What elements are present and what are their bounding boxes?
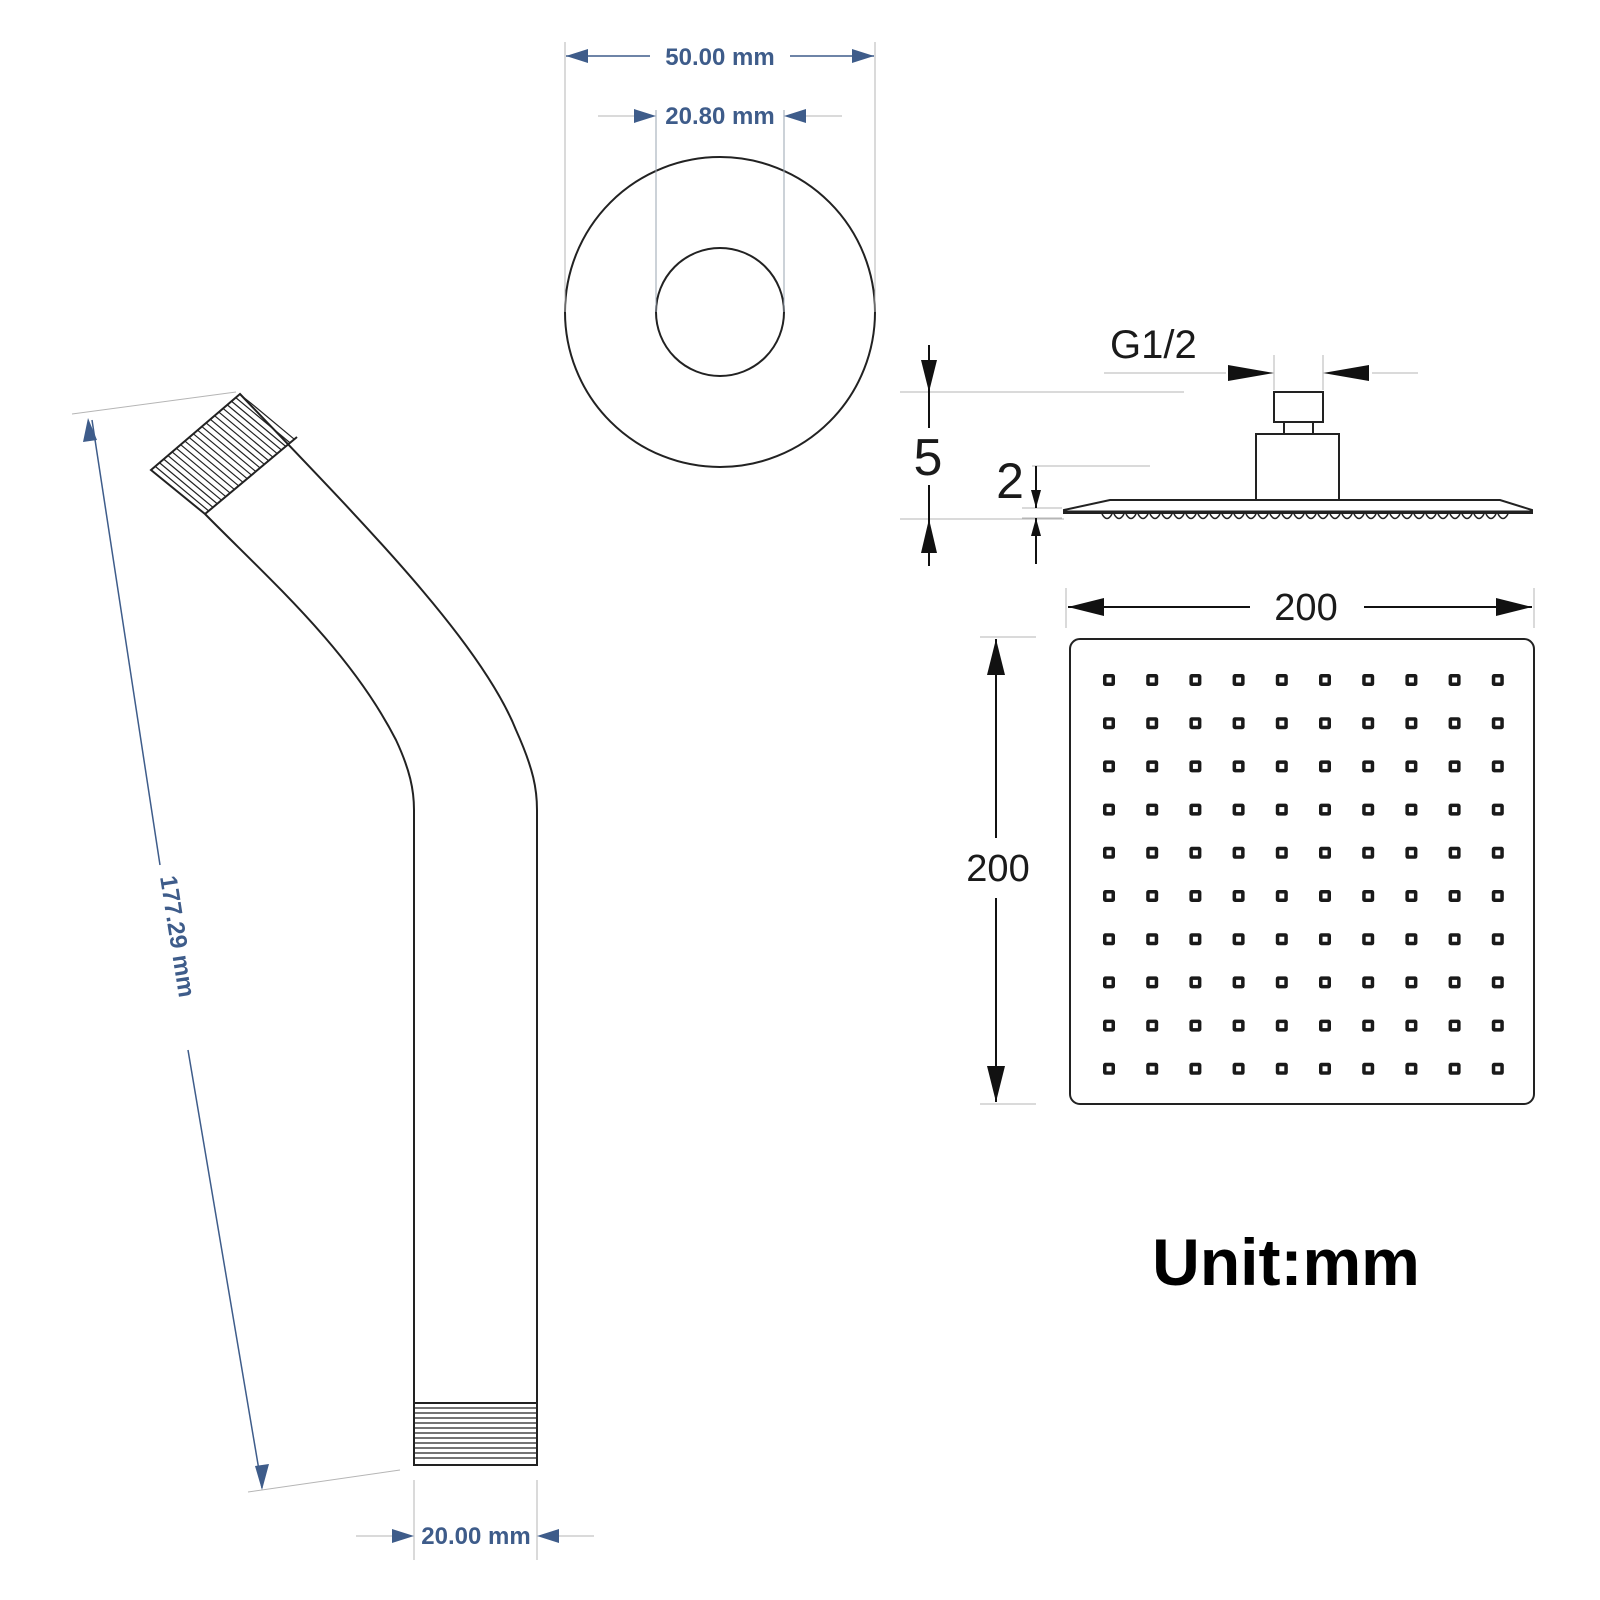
plate-thickness-label: 2 — [996, 453, 1024, 509]
flange-inner-circle — [655, 247, 785, 377]
shower-arm-length-label: 177.29 mm — [154, 874, 200, 999]
flange-outer-diameter-label: 50.00 mm — [665, 44, 774, 71]
thread-connector — [1273, 391, 1324, 423]
flange-view: 50.00 mm 20.80 mm — [564, 42, 876, 468]
shower-head-side-view: G1/2 5 2 — [900, 323, 1533, 566]
shower-arm-view: 177.29 mm 20.00 mm — [71, 391, 594, 1560]
nozzle-grid — [1103, 674, 1504, 1075]
plate-height-label: 200 — [966, 848, 1029, 890]
shower-plate-top — [1069, 638, 1535, 1105]
shower-arm-bottom-thread — [414, 1407, 537, 1459]
plate-width-label: 200 — [1274, 587, 1337, 629]
connector-nut — [1255, 433, 1340, 501]
shower-arm-body — [149, 392, 538, 1466]
thread-size-label: G1/2 — [1110, 323, 1197, 367]
unit-label: Unit:mm — [1152, 1225, 1420, 1299]
flange-outer-circle — [564, 156, 876, 468]
nozzle-bumps — [1101, 513, 1509, 520]
flange-inner-diameter-label: 20.80 mm — [665, 103, 774, 130]
shower-arm-top-thread — [151, 394, 297, 514]
shower-head-top-view: 200 200 — [966, 587, 1535, 1105]
total-height-label: 5 — [914, 429, 943, 487]
shower-arm-diameter-label: 20.00 mm — [421, 1523, 530, 1550]
